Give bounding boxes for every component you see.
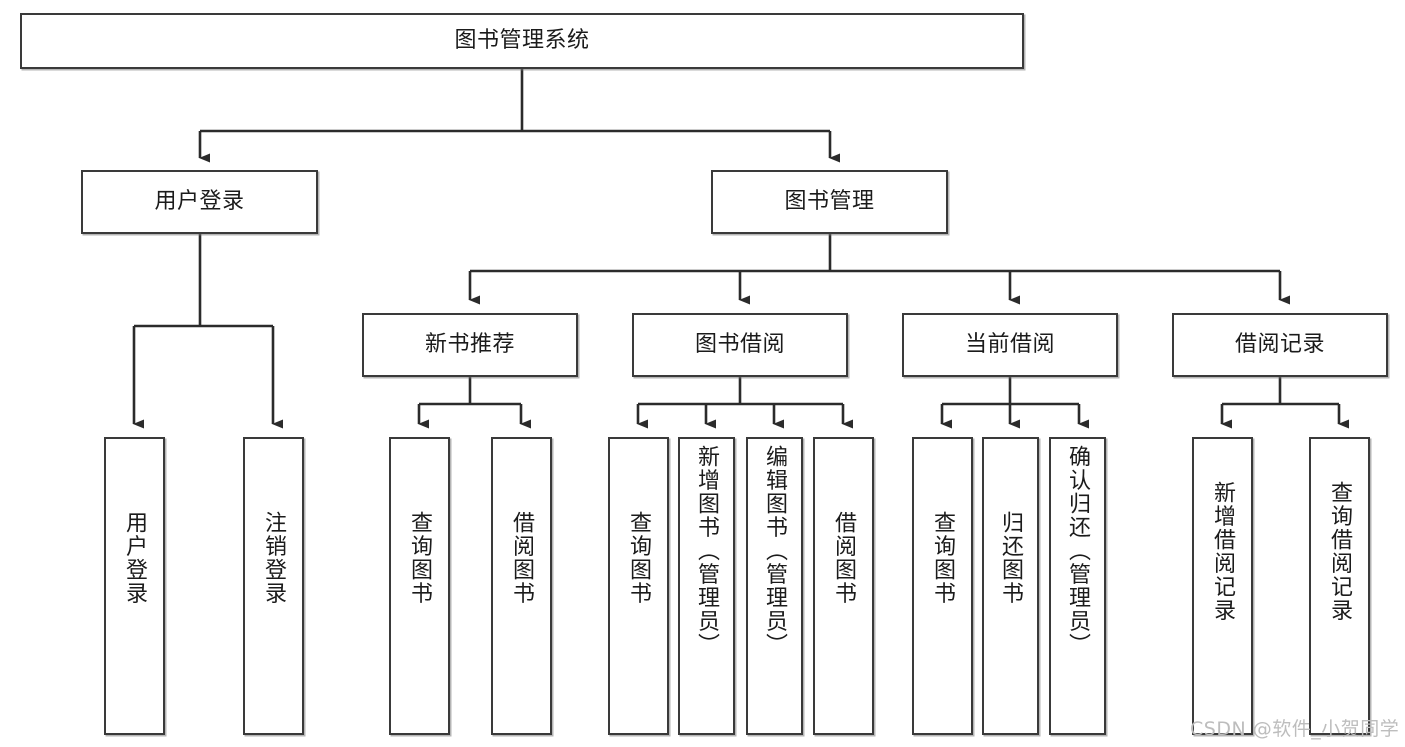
node-leaf-borrow-query[interactable]: 查询图书 [608,437,669,735]
node-root[interactable]: 图书管理系统 [20,13,1024,69]
node-borrow-record[interactable]: 借阅记录 [1172,313,1388,377]
node-leaf-borrow-borrow-label: 借阅图书 [831,511,857,605]
node-leaf-recommend-query[interactable]: 查询图书 [389,437,450,735]
node-leaf-current-return-label: 归还图书 [998,511,1024,605]
node-root-label: 图书管理系统 [454,28,590,54]
node-leaf-user-logout-label: 注销登录 [261,511,287,605]
node-leaf-current-confirm[interactable]: 确认归还（管理员） [1049,437,1106,735]
node-leaf-borrow-add[interactable]: 新增图书（管理员） [678,437,735,735]
node-user-login-label: 用户登录 [154,189,245,215]
node-leaf-borrow-borrow[interactable]: 借阅图书 [813,437,874,735]
csdn-watermark: CSDN @软件_小贺同学 [1190,718,1400,740]
node-leaf-user-login[interactable]: 用户登录 [104,437,165,735]
node-leaf-borrow-edit-label: 编辑图书（管理员） [762,445,788,657]
node-leaf-record-query[interactable]: 查询借阅记录 [1309,437,1370,735]
node-leaf-record-query-label: 查询借阅记录 [1327,481,1353,622]
node-leaf-current-confirm-label: 确认归还（管理员） [1065,445,1091,657]
node-current-borrow-label: 当前借阅 [964,332,1055,358]
node-borrow-record-label: 借阅记录 [1234,332,1325,358]
node-leaf-current-query-label: 查询图书 [930,511,956,605]
node-current-borrow[interactable]: 当前借阅 [902,313,1118,377]
node-leaf-user-login-label: 用户登录 [122,511,148,605]
node-book-manage[interactable]: 图书管理 [711,170,948,234]
node-leaf-current-query[interactable]: 查询图书 [912,437,973,735]
node-leaf-recommend-borrow-label: 借阅图书 [509,511,535,605]
node-leaf-record-add-label: 新增借阅记录 [1210,481,1236,622]
node-user-login[interactable]: 用户登录 [81,170,318,234]
node-leaf-current-return[interactable]: 归还图书 [982,437,1039,735]
node-leaf-borrow-query-label: 查询图书 [626,511,652,605]
node-leaf-recommend-borrow[interactable]: 借阅图书 [491,437,552,735]
node-leaf-borrow-add-label: 新增图书（管理员） [694,445,720,657]
node-book-borrow[interactable]: 图书借阅 [632,313,848,377]
node-leaf-user-logout[interactable]: 注销登录 [243,437,304,735]
node-leaf-borrow-edit[interactable]: 编辑图书（管理员） [746,437,803,735]
node-leaf-record-add[interactable]: 新增借阅记录 [1192,437,1253,735]
node-leaf-recommend-query-label: 查询图书 [407,511,433,605]
node-new-book-recommend[interactable]: 新书推荐 [362,313,578,377]
node-new-book-recommend-label: 新书推荐 [424,332,515,358]
node-book-borrow-label: 图书借阅 [694,332,785,358]
node-book-manage-label: 图书管理 [784,189,875,215]
